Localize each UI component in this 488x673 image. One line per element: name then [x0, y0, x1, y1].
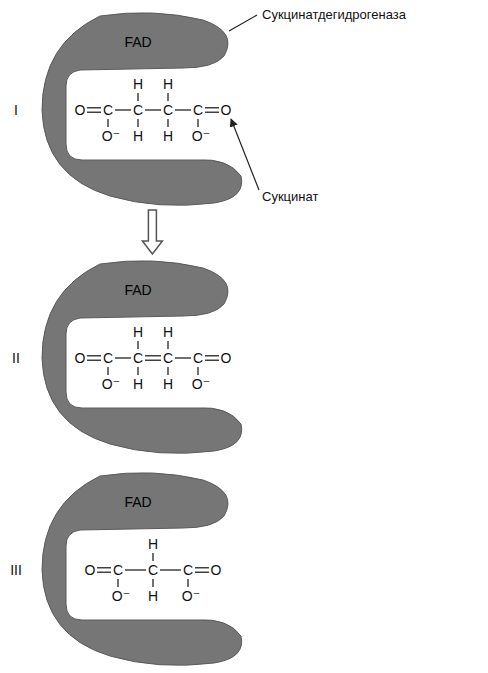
atom-symbol: H — [148, 537, 158, 551]
enzyme-body — [42, 261, 242, 454]
chemical-bond — [145, 360, 161, 361]
chemical-bond — [205, 355, 219, 356]
chemical-bond — [117, 579, 118, 587]
leader-line — [229, 15, 257, 31]
chemical-bond — [167, 341, 168, 349]
atom-symbol: H — [163, 77, 173, 91]
chemical-bond — [145, 109, 161, 110]
atom-symbol: C — [113, 563, 123, 577]
atom-symbol: C — [103, 351, 113, 365]
atom-symbol: H — [163, 325, 173, 339]
atom-symbol: C — [133, 103, 143, 117]
atom-symbol: C — [163, 351, 173, 365]
chemical-bond — [205, 360, 219, 361]
atom-symbol: O — [211, 563, 222, 577]
atom-symbol: C — [193, 351, 203, 365]
callout-label: Сукцинат — [262, 190, 318, 203]
chemical-bond — [137, 93, 138, 101]
panel-number: III — [10, 563, 22, 577]
callout-label: Сукцинатдегидрогеназа — [262, 8, 406, 21]
chemical-bond — [137, 119, 138, 127]
chemical-bond — [197, 119, 198, 127]
chemical-bond — [152, 579, 153, 587]
chemical-bond — [160, 569, 181, 570]
chemical-bond — [167, 119, 168, 127]
atom-symbol: O⁻ — [182, 589, 200, 603]
chemical-bond — [187, 579, 188, 587]
chemical-bond — [87, 107, 101, 108]
atom-symbol: H — [133, 377, 143, 391]
atom-symbol: H — [163, 377, 173, 391]
edge-layer — [142, 210, 162, 254]
atom-symbol: H — [148, 589, 158, 603]
atom-symbol: O⁻ — [192, 129, 210, 143]
chemical-bond — [107, 119, 108, 127]
chemical-bond — [87, 360, 101, 361]
chemical-bond — [137, 341, 138, 349]
chemical-bond — [137, 367, 138, 375]
chemical-bond — [97, 572, 111, 573]
chemical-bond — [175, 109, 191, 110]
atom-symbol: H — [133, 77, 143, 91]
atom-symbol: O⁻ — [102, 377, 120, 391]
enzyme-body — [42, 473, 242, 666]
atom-symbol: O — [221, 103, 232, 117]
atom-symbol: C — [103, 103, 113, 117]
chemical-bond — [195, 567, 209, 568]
cofactor-label: FAD — [124, 282, 151, 298]
chemical-bond — [167, 367, 168, 375]
chemical-bond — [145, 355, 161, 356]
atom-symbol: O⁻ — [112, 589, 130, 603]
atom-symbol: O⁻ — [102, 129, 120, 143]
panel-number: I — [14, 103, 18, 117]
chemical-bond — [87, 112, 101, 113]
chemical-bond — [97, 567, 111, 568]
atom-symbol: O — [75, 351, 86, 365]
chemical-bond — [205, 112, 219, 113]
atom-symbol: C — [133, 351, 143, 365]
reaction-arrow — [142, 210, 162, 254]
chemical-bond — [195, 572, 209, 573]
chemical-bond — [197, 367, 198, 375]
chemical-bond — [175, 357, 191, 358]
atom-symbol: O — [85, 563, 96, 577]
chemical-bond — [125, 569, 146, 570]
chemical-bond — [167, 93, 168, 101]
atom-symbol: O — [75, 103, 86, 117]
atom-symbol: H — [133, 325, 143, 339]
atom-symbol: C — [163, 103, 173, 117]
atom-symbol: H — [163, 129, 173, 143]
atom-symbol: O⁻ — [192, 377, 210, 391]
atom-symbol: C — [193, 103, 203, 117]
panel-number: II — [12, 351, 20, 365]
chemical-bond — [115, 357, 131, 358]
chemical-bond — [152, 553, 153, 561]
cofactor-label: FAD — [124, 34, 151, 50]
chemical-bond — [87, 355, 101, 356]
chemical-bond — [115, 109, 131, 110]
chemical-bond — [205, 107, 219, 108]
chemical-bond — [107, 367, 108, 375]
atom-symbol: H — [133, 129, 143, 143]
atom-symbol: C — [148, 563, 158, 577]
atom-symbol: O — [221, 351, 232, 365]
enzyme-body — [42, 13, 242, 206]
cofactor-label: FAD — [124, 494, 151, 510]
atom-symbol: C — [183, 563, 193, 577]
